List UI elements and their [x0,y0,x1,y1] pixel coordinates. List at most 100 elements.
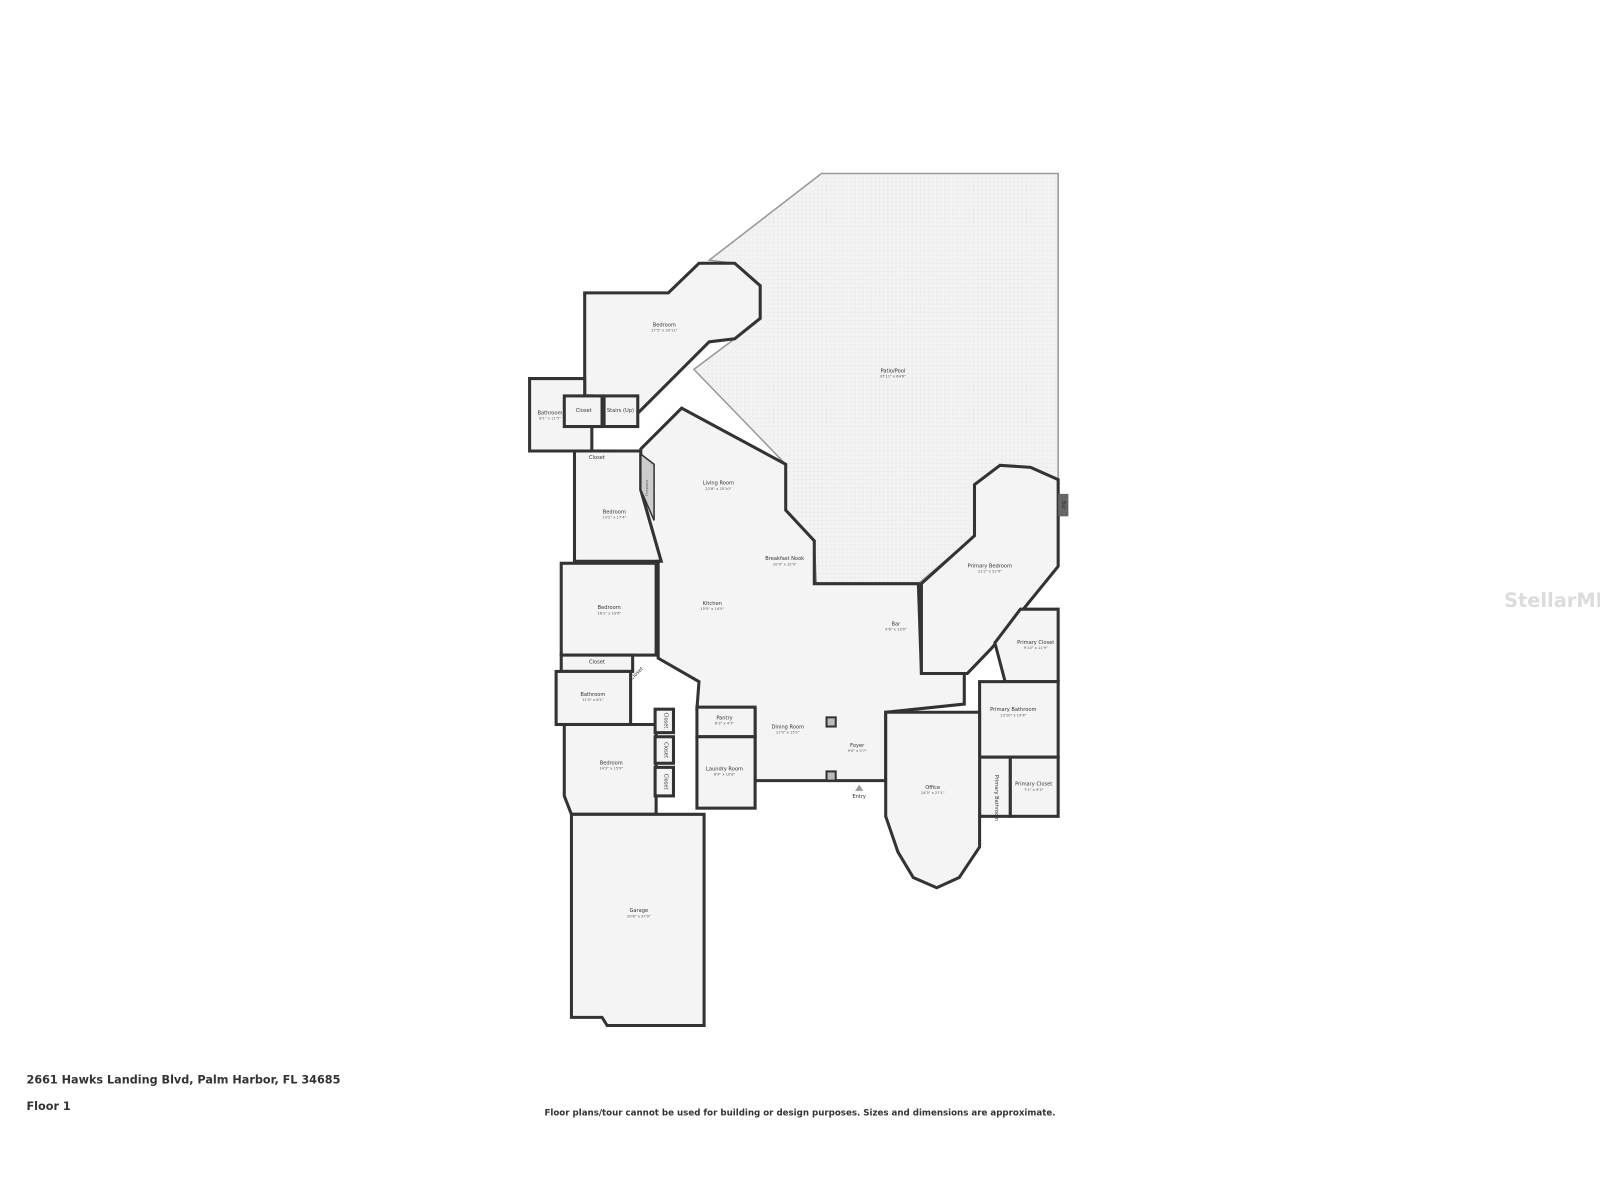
address-text: 2661 Hawks Landing Blvd, Palm Harbor, FL… [27,1074,341,1087]
room-name: Laundry Room [706,766,743,772]
room-dimensions: 8'1" x 11'5" [539,416,561,420]
room-dimensions: 11'5" x 8'1" [582,698,604,702]
fireplace [640,452,655,521]
room-name: Breakfast Nook [765,556,804,562]
room-name: Primary Closet [1017,640,1054,646]
room-office [884,710,982,890]
room-name: Pantry [716,715,732,721]
room-name: Bedroom [603,509,626,515]
room-label: Closet [576,408,592,414]
room-label: Closet [589,455,605,461]
room-dimensions: 21'2" x 22'9" [978,569,1002,573]
room-name: Closet [589,455,605,461]
room-name: Closet [576,408,592,414]
room-dimensions: 11'9" x 15'2" [776,731,800,735]
room-label: Closet [589,659,605,665]
room-dimensions: 14'3" x 27'1" [921,791,945,795]
room-name: Bar [1060,501,1066,511]
room-dimensions: 7'1" x 9'3" [1024,788,1043,792]
room-label: Bar [1060,501,1066,511]
room-name: Bedroom [600,760,623,766]
room-dimensions: 14'3" x 15'9" [599,766,623,770]
room-closet-a [653,707,675,735]
room-name: Bathroom [537,410,562,416]
room-label: Closet [662,742,668,758]
room-dimensions: 20'6" x 37'9" [627,914,651,918]
room-dimensions: 37'11" x 64'6" [880,375,906,379]
room-dimensions: 13'10" x 19'4" [1000,713,1026,717]
room-name: Garage [629,908,648,914]
room-bathroom-2 [554,669,633,727]
room-name: Bar [892,622,902,628]
room-name: Dining Room [771,725,804,731]
room-name: Bedroom [598,605,621,611]
room-primary-closet [993,607,1060,684]
room-bedroom-3 [559,561,658,657]
room-name: Bedroom [653,323,676,329]
room-name: Bathroom [580,692,605,698]
room-name: Primary Bedroom [968,563,1012,569]
room-closet-c [653,765,675,798]
room-stairs [602,394,640,429]
room-dimensions: 9'10" x 11'9" [1024,646,1048,650]
room-pantry [695,705,757,739]
room-dimensions: 9'0" x 9'7" [848,749,867,753]
room-garage [569,812,706,1028]
room-name: Closet [662,712,668,728]
room-name: Primary Bathroom [990,707,1036,713]
room-name: Primary Closet [1015,782,1052,788]
room-dimensions: 22'8" x 25'10" [705,487,731,491]
room-primary-bathroom [978,680,1060,759]
room-name: Stairs (Up) [607,408,634,414]
room-dimensions: 13'2" x 17'4" [602,515,626,519]
disclaimer-text: Floor plans/tour cannot be used for buil… [544,1108,1055,1118]
entry-arrow-icon [855,784,864,791]
room-name: Patio/Pool [880,368,905,374]
room-closet [562,394,604,429]
room-dimensions: 15'5" x 14'5" [700,607,724,611]
room-closet-b [653,735,675,765]
room-name: Office [925,785,940,791]
room-dimensions: 9'6" x 13'0" [885,628,907,632]
watermark-logo: StellarMLS [1504,589,1600,612]
room-name: Closet [662,742,668,758]
room-name: Living Room [703,481,734,487]
walls [528,172,1069,1028]
room-dimensions: 16'1" x 10'6" [597,611,621,615]
exterior-feature [1058,493,1069,517]
column [825,716,837,728]
fireplace-label: Fireplace [645,479,649,496]
room-label: Closet [662,774,668,790]
room-dimensions: 10'9" x 12'9" [773,562,797,566]
column [825,770,837,782]
room-name: Closet [662,774,668,790]
room-name: Primary Bathroom [993,775,999,821]
room-label: Stairs (Up) [607,408,634,414]
room-label: Primary Bathroom [993,775,999,821]
room-name: Kitchen [703,601,722,607]
room-primary-bedroom [919,463,1060,675]
